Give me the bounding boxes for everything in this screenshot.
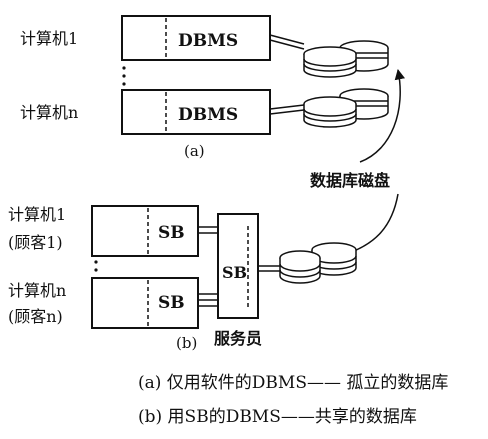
client-computer-n-label: 计算机n <box>8 281 66 300</box>
ellipsis-a <box>122 66 125 85</box>
client-1-label: (顾客1) <box>8 233 63 252</box>
cable-bn <box>198 294 218 306</box>
client-computer-1-label: 计算机1 <box>8 205 66 224</box>
disk-stack-a1 <box>304 41 388 77</box>
cable-a1 <box>270 35 304 49</box>
part-a-label: (a) <box>184 142 205 160</box>
client-n-label: (顾客n) <box>8 307 63 326</box>
computer-n-label: 计算机n <box>20 103 78 122</box>
cable-server-disk <box>258 266 280 271</box>
cable-an <box>270 105 304 114</box>
cable-b1 <box>198 227 218 233</box>
disk-stack-an <box>304 89 388 127</box>
part-b-label: (b) <box>176 334 197 352</box>
dbms-n-label: DBMS <box>178 105 238 125</box>
dbms-1-label: DBMS <box>178 31 238 51</box>
computer-1-label: 计算机1 <box>20 29 78 48</box>
disk-stack-b <box>280 243 356 283</box>
sb-n-label: SB <box>158 293 185 313</box>
disk-label: 数据库磁盘 <box>310 171 390 190</box>
server-label: 服务员 <box>214 329 262 348</box>
caption-b: (b) 用SB的DBMS——共享的数据库 <box>138 402 417 427</box>
sb-1-label: SB <box>158 223 185 243</box>
caption-a: (a) 仅用软件的DBMS—— 孤立的数据库 <box>138 368 448 393</box>
ellipsis-b <box>94 260 97 271</box>
server-sb-label: SB <box>222 263 247 282</box>
